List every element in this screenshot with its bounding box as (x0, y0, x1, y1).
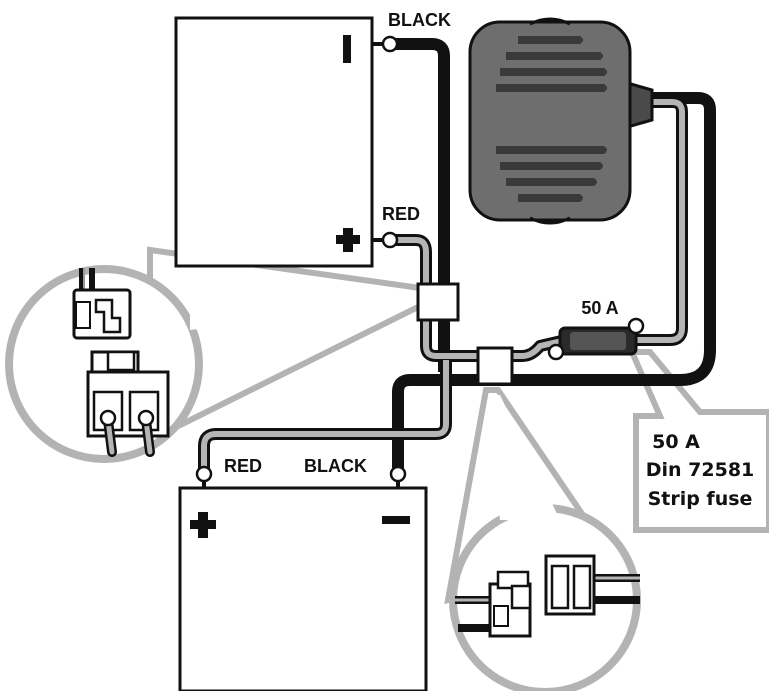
upper-battery: BLACK RED (174, 10, 451, 268)
lower-battery-red-label: RED (224, 456, 262, 476)
fuse-callout-line2: Din 72581 (646, 459, 755, 481)
bottom-connector-male (488, 570, 532, 638)
fuse-callout: 50 A Din 72581 Strip fuse (627, 349, 769, 533)
upper-battery-positive-terminal (381, 231, 399, 249)
upper-battery-red-label: RED (382, 204, 420, 224)
lower-wire-connector (476, 346, 514, 386)
upper-battery-minus-symbol (343, 35, 351, 63)
bottom-connector-female (544, 554, 596, 616)
left-connector-female (86, 350, 170, 457)
charger-device (468, 17, 654, 225)
device-body (468, 20, 632, 222)
upper-battery-black-label: BLACK (388, 10, 451, 30)
lower-battery: RED BLACK (178, 456, 428, 691)
left-connector-male (72, 268, 132, 340)
fuse-callout-line1: 50 A (652, 431, 700, 453)
device-grille-bottom (496, 146, 607, 202)
left-connector-magnifier (5, 246, 423, 463)
left-magnifier-cone-fill (190, 293, 420, 330)
red-wires (198, 96, 688, 468)
red-wire-fuse-to-device-outline (634, 96, 688, 346)
upper-wire-connector (416, 282, 460, 322)
upper-battery-negative-terminal (381, 35, 399, 53)
lower-battery-minus-symbol (382, 516, 410, 524)
fuse-callout-line3: Strip fuse (648, 488, 753, 510)
upper-battery-body (174, 16, 374, 268)
black-wire-upper-battery (390, 38, 450, 372)
strip-fuse: 50 A (547, 298, 645, 361)
fuse-rating-label: 50 A (581, 298, 618, 318)
black-wires (390, 38, 716, 468)
upper-battery-plus-symbol (336, 228, 360, 252)
bottom-connector-magnifier (444, 387, 641, 691)
lower-battery-plus-symbol (190, 512, 216, 538)
black-wire-lower-battery-to-device (392, 92, 716, 468)
lower-battery-positive-terminal (195, 465, 213, 483)
device-grille-top (496, 36, 607, 92)
lower-battery-black-label: BLACK (304, 456, 367, 476)
lower-battery-negative-terminal (389, 465, 407, 483)
fuse-callout-box (627, 349, 769, 533)
